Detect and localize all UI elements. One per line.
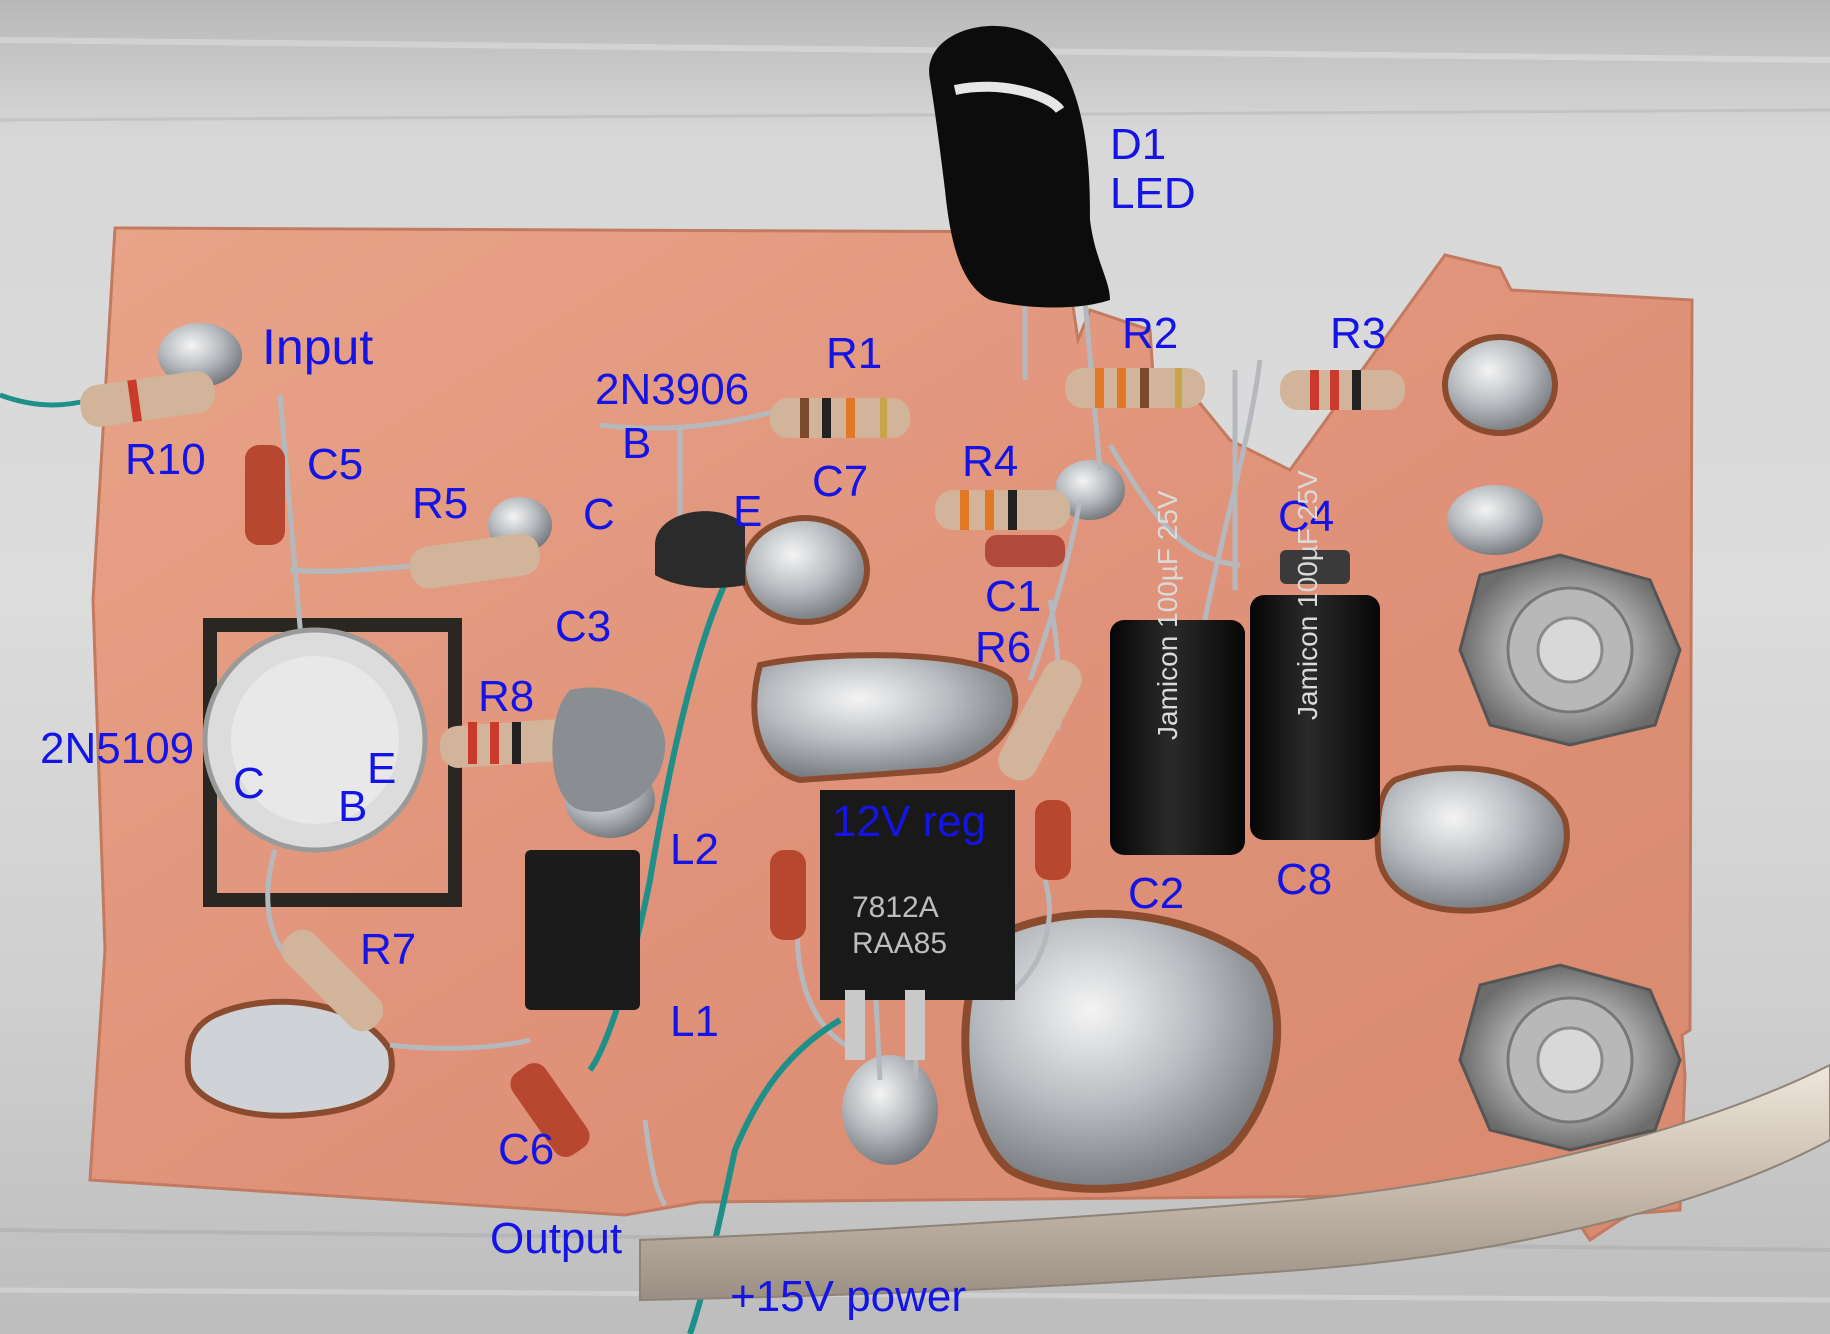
solder-joint-r2 xyxy=(1055,460,1125,520)
solder-joint-power xyxy=(842,1055,938,1165)
solder-pad-bottom-center xyxy=(961,909,1282,1193)
label-r6: R6 xyxy=(975,623,1032,672)
label-r1: R1 xyxy=(826,329,883,378)
inductor-l2 xyxy=(552,687,666,812)
label-2n3906: 2N3906 xyxy=(595,365,750,414)
led-d1 xyxy=(929,25,1110,308)
solder-joint-r3 xyxy=(1442,334,1558,436)
regulator-lot: RAA85 xyxy=(852,927,948,960)
resistor-r4 xyxy=(935,490,1070,530)
bnc-connector-bottom xyxy=(1458,963,1682,1152)
label-c8: C8 xyxy=(1276,855,1333,904)
solder-pad-reg xyxy=(751,652,1019,784)
inductor-l1 xyxy=(525,850,640,1010)
label-c7: C7 xyxy=(812,457,869,506)
c8-brand: Jamicon xyxy=(1292,615,1323,720)
regulator-12v xyxy=(820,790,1015,1060)
label-c1: C1 xyxy=(985,572,1042,621)
label-d1: D1 xyxy=(1110,120,1167,169)
label-c5: C5 xyxy=(307,440,364,489)
resistor-r3 xyxy=(1280,370,1405,410)
label-output: Output xyxy=(490,1214,623,1263)
label-r3: R3 xyxy=(1330,309,1387,358)
transistor-2n3906 xyxy=(655,511,745,588)
label-c3: C3 xyxy=(555,602,612,651)
resistor-r10 xyxy=(80,371,215,427)
c8-marking: Jamicon 100µF 25V xyxy=(1292,470,1324,720)
resistor-r1 xyxy=(770,398,910,438)
label-2n3906-base: B xyxy=(622,419,652,468)
solder-joint-input xyxy=(158,323,242,387)
solder-pad-bottom-left xyxy=(184,998,395,1119)
label-power: +15V power xyxy=(730,1272,967,1321)
label-led: LED xyxy=(1110,169,1196,219)
label-r5: R5 xyxy=(412,479,469,528)
resistor-r7 xyxy=(281,929,384,1032)
label-l1: L1 xyxy=(670,997,719,1046)
capacitor-c6 xyxy=(510,1063,590,1157)
label-2n3906-collector: C xyxy=(583,490,615,539)
label-c6: C6 xyxy=(498,1125,555,1174)
label-r10: R10 xyxy=(125,435,206,484)
label-c4: C4 xyxy=(1278,492,1335,541)
solder-pad-right xyxy=(1374,765,1570,914)
label-c2: C2 xyxy=(1128,869,1185,918)
diode-left-reg xyxy=(770,850,806,940)
solder-joint-c4 xyxy=(1447,485,1543,555)
capacitor-c1 xyxy=(985,535,1065,567)
label-r4: R4 xyxy=(962,437,1019,486)
label-input: Input xyxy=(262,319,374,375)
label-l2: L2 xyxy=(670,825,719,874)
resistor-r2 xyxy=(1065,368,1205,408)
label-2n5109-base: B xyxy=(338,782,368,831)
label-r7: R7 xyxy=(360,925,417,974)
coax-cable xyxy=(639,1063,1830,1302)
c2-marking: Jamicon 100µF 25V xyxy=(1152,490,1184,740)
label-2n3906-emitter: E xyxy=(733,487,763,536)
blue-wire-emitter xyxy=(587,553,743,1072)
label-r2: R2 xyxy=(1122,309,1179,358)
diode-right-reg xyxy=(1035,800,1071,880)
resistor-r5 xyxy=(410,533,540,589)
regulator-part-number: 7812A xyxy=(852,891,939,924)
label-2n5109-collector: C xyxy=(233,759,265,808)
label-regulator: 12V reg xyxy=(832,797,987,846)
label-2n5109: 2N5109 xyxy=(40,724,195,773)
bnc-connector-top xyxy=(1458,553,1682,747)
transistor-2n5109 xyxy=(202,627,428,853)
label-r8: R8 xyxy=(478,672,535,721)
label-2n5109-emitter: E xyxy=(367,744,397,793)
c2-brand: Jamicon xyxy=(1152,635,1183,740)
capacitor-c5 xyxy=(245,445,285,545)
c8-rating: 100µF 25V xyxy=(1292,470,1323,608)
capacitor-c8 xyxy=(1250,595,1380,840)
capacitor-c2 xyxy=(1110,620,1245,855)
resistor-r6 xyxy=(998,659,1082,781)
capacitor-c4 xyxy=(1280,550,1350,584)
c2-rating: 100µF 25V xyxy=(1152,490,1183,628)
